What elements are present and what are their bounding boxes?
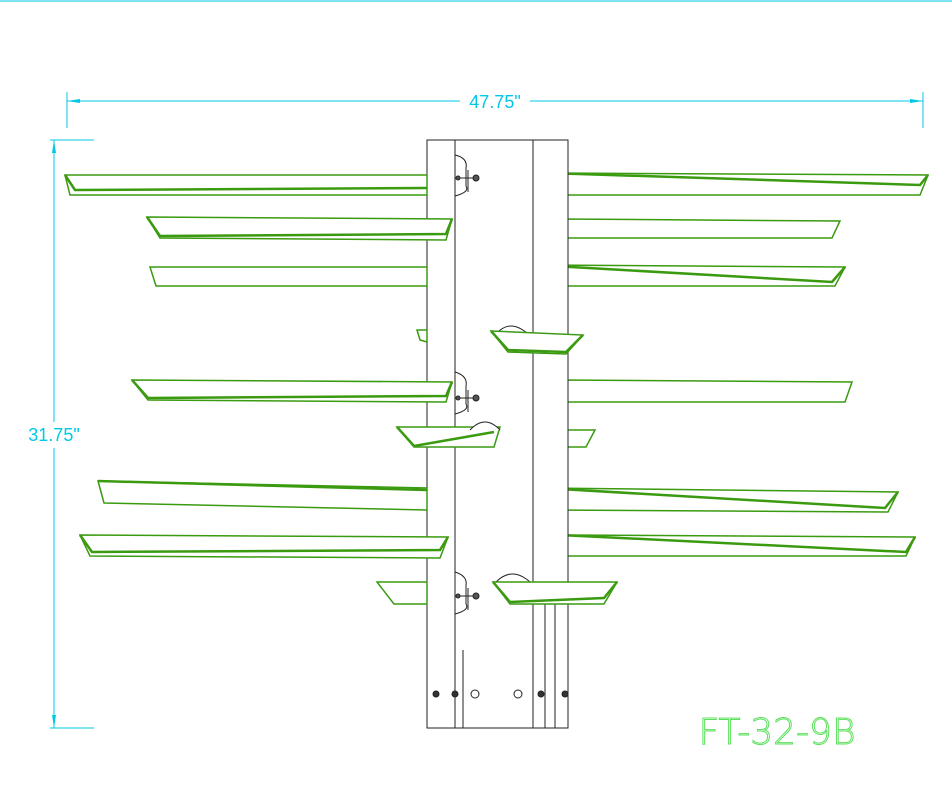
- trays-center: [469, 325, 619, 605]
- height-dimension-label: 31.75": [28, 425, 79, 445]
- hook-hardware: [455, 170, 480, 610]
- trays-left: [63, 174, 502, 605]
- tray: [558, 218, 842, 239]
- tray: [375, 581, 428, 605]
- tray: [64, 174, 428, 196]
- tray: [148, 266, 428, 287]
- tray: [415, 329, 428, 343]
- tray: [78, 534, 450, 559]
- width-dimension: 47.75": [66, 92, 924, 128]
- height-dimension: 31.75": [28, 139, 94, 729]
- model-code-label: FT-32-9B: [698, 712, 855, 753]
- tray: [559, 379, 854, 403]
- trays-back: [535, 171, 930, 557]
- width-dimension-label: 47.75": [469, 92, 520, 112]
